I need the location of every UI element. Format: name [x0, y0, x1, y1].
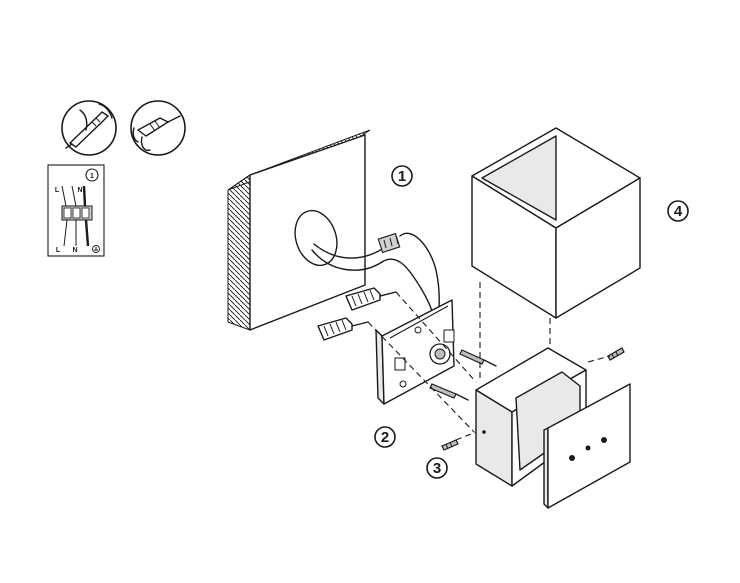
inset-step-label: 1: [90, 173, 94, 180]
fixing-screw-right: [607, 347, 625, 361]
assembly-guide-lines: [367, 282, 611, 441]
plate-screw-upper: [459, 349, 497, 367]
ground-icon: [92, 245, 100, 253]
wall-plug-upper: [345, 287, 397, 311]
plate-screw-lower: [429, 383, 469, 401]
step-label-4: 4: [674, 203, 683, 220]
bottom-label-l: L: [56, 247, 61, 254]
wiring-inset: 1 L N L N: [47, 164, 105, 257]
screwdriver-icon: [61, 100, 117, 156]
fixing-screw-left: [441, 439, 459, 451]
terminal-label-l: L: [55, 187, 60, 194]
step-callout-1: 1: [391, 165, 413, 187]
terminal-label-n: N: [77, 187, 82, 194]
terminal-connector: [377, 232, 401, 254]
step-label-2: 2: [381, 429, 389, 446]
step-callout-2: 2: [374, 426, 396, 448]
wall-section: [227, 129, 371, 331]
lamp-front-cover: [543, 383, 631, 509]
wire-stripper-icon: [130, 100, 186, 156]
step-label-3: 3: [433, 460, 441, 477]
step-callout-4: 4: [667, 200, 689, 222]
wall-plug-lower: [317, 317, 369, 341]
step-label-1: 1: [398, 168, 406, 185]
mounting-plate: [375, 299, 455, 405]
lamp-shade: [471, 127, 641, 319]
bottom-label-n: N: [72, 247, 77, 254]
step-callout-3: 3: [426, 457, 448, 479]
